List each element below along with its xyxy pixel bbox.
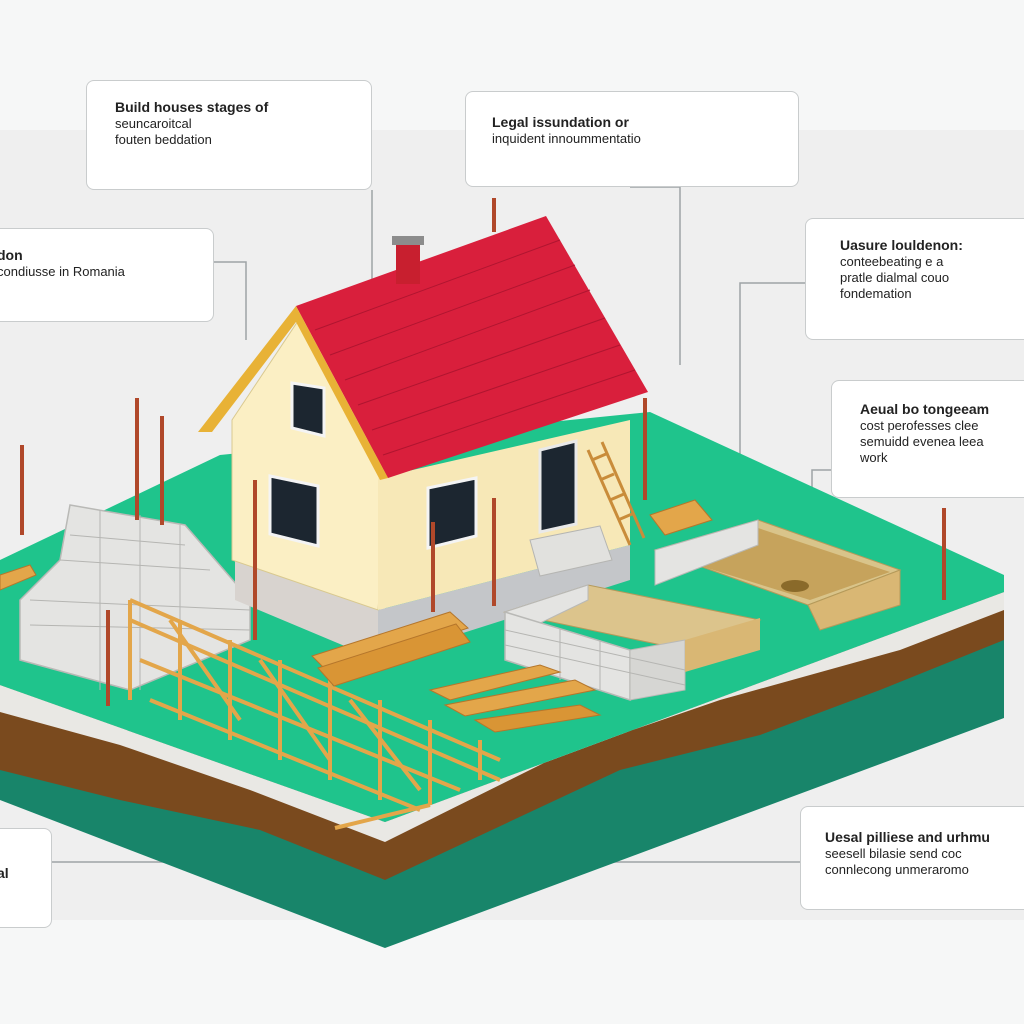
callout-text: pratle dialmal couo — [840, 270, 950, 285]
lumber-piles — [0, 499, 713, 733]
entry-steps — [529, 525, 613, 577]
callout-house-stages: Build houses stages of seuncaroitcal fou… — [86, 80, 372, 190]
slab-edge-left — [0, 685, 385, 842]
callout-text: cost perofesses clee — [860, 418, 979, 433]
callout-text: work — [860, 450, 888, 465]
foundation-trench — [503, 584, 762, 702]
callout-text: semuidd evenea leea — [860, 434, 984, 449]
callout-romania: don condiusse in Romania — [0, 228, 214, 322]
chimney-cap — [392, 236, 424, 245]
callout-text: conteebeating e a — [840, 254, 944, 269]
rebar-posts — [20, 198, 946, 706]
roof-tiles — [314, 239, 636, 456]
callout-foundation: Uasure louldenon: conteebeating e a prat… — [805, 218, 1024, 340]
roof-edge-trim — [198, 306, 388, 480]
slab-edge-right — [385, 592, 1004, 842]
callout-title: al — [0, 865, 9, 881]
upper-window — [290, 381, 326, 438]
chimney — [396, 242, 420, 284]
callout-title: Build houses stages of — [115, 99, 269, 115]
callout-title: Uesal pilliese and urhmu — [825, 829, 990, 845]
callout-legal: Legal issundation or inquident innoummen… — [465, 91, 799, 187]
callout-text: connlecong unmeraromo — [825, 862, 969, 877]
callout-title: Uasure louldenon: — [840, 237, 963, 253]
callout-utilities: Uesal pilliese and urhmu seesell bilasie… — [800, 806, 1024, 910]
callout-text: fouten beddation — [115, 132, 212, 147]
roof — [296, 216, 648, 478]
door — [538, 439, 578, 534]
leader-line — [739, 282, 805, 475]
callout-text: inquident innoummentatio — [492, 131, 641, 146]
callout-text: seesell bilasie send coc — [825, 846, 962, 861]
leader-line — [214, 261, 247, 340]
ladder — [586, 441, 646, 546]
side-window — [426, 476, 478, 550]
callout-title: don — [0, 247, 23, 263]
callout-title: Aeual bo tongeeam — [860, 401, 990, 417]
scaffolding — [128, 598, 501, 830]
lower-window — [268, 474, 320, 548]
callout-text: fondemation — [840, 286, 912, 301]
callout-text: condiusse in Romania — [0, 264, 125, 279]
leader-line — [630, 186, 681, 365]
callout-left-bottom: al — [0, 828, 52, 928]
house-foundation-front — [235, 560, 378, 660]
callout-cost: Aeual bo tongeeam cost perofesses clee s… — [831, 380, 1024, 498]
callout-text: seuncaroitcal — [115, 116, 192, 131]
foundation-pit — [653, 519, 902, 631]
callout-title: Legal issundation or — [492, 114, 629, 130]
